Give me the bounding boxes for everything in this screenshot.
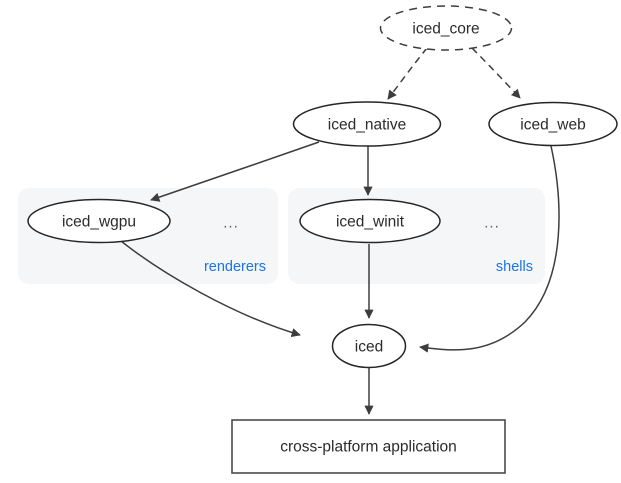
node-iced-native-shape[interactable]	[292, 101, 442, 147]
edge-iced-core-to-iced-native	[387, 47, 428, 100]
node-iced-core-shape[interactable]	[379, 5, 513, 51]
cluster-renderers-label: renderers	[204, 259, 266, 275]
cluster-shells-label: shells	[496, 259, 533, 275]
edge-iced-native-to-iced-wgpu	[150, 141, 320, 202]
node-iced-web[interactable]: iced_web	[488, 101, 618, 147]
cluster-shells-ellipsis: ...	[484, 215, 500, 232]
edge-iced-wgpu-to-iced	[120, 240, 301, 338]
node-iced-wgpu-shape[interactable]	[27, 198, 171, 244]
node-iced-native[interactable]: iced_native	[292, 101, 442, 147]
cluster-renderers-ellipsis: ...	[223, 215, 239, 232]
node-cross-platform-application[interactable]: cross-platform application	[231, 419, 506, 474]
node-iced-wgpu[interactable]: iced_wgpu	[27, 198, 171, 244]
node-iced-shape[interactable]	[331, 323, 407, 369]
node-iced-winit[interactable]: iced_winit	[299, 198, 441, 244]
edge-iced-core-to-iced-web	[471, 47, 521, 99]
node-cross-platform-application-shape[interactable]	[231, 419, 506, 474]
node-iced-core[interactable]: iced_core	[379, 5, 513, 51]
edge-iced-web-to-iced	[419, 145, 560, 353]
node-iced-web-shape[interactable]	[488, 101, 618, 147]
node-iced[interactable]: iced	[331, 323, 407, 369]
node-iced-winit-shape[interactable]	[299, 198, 441, 244]
